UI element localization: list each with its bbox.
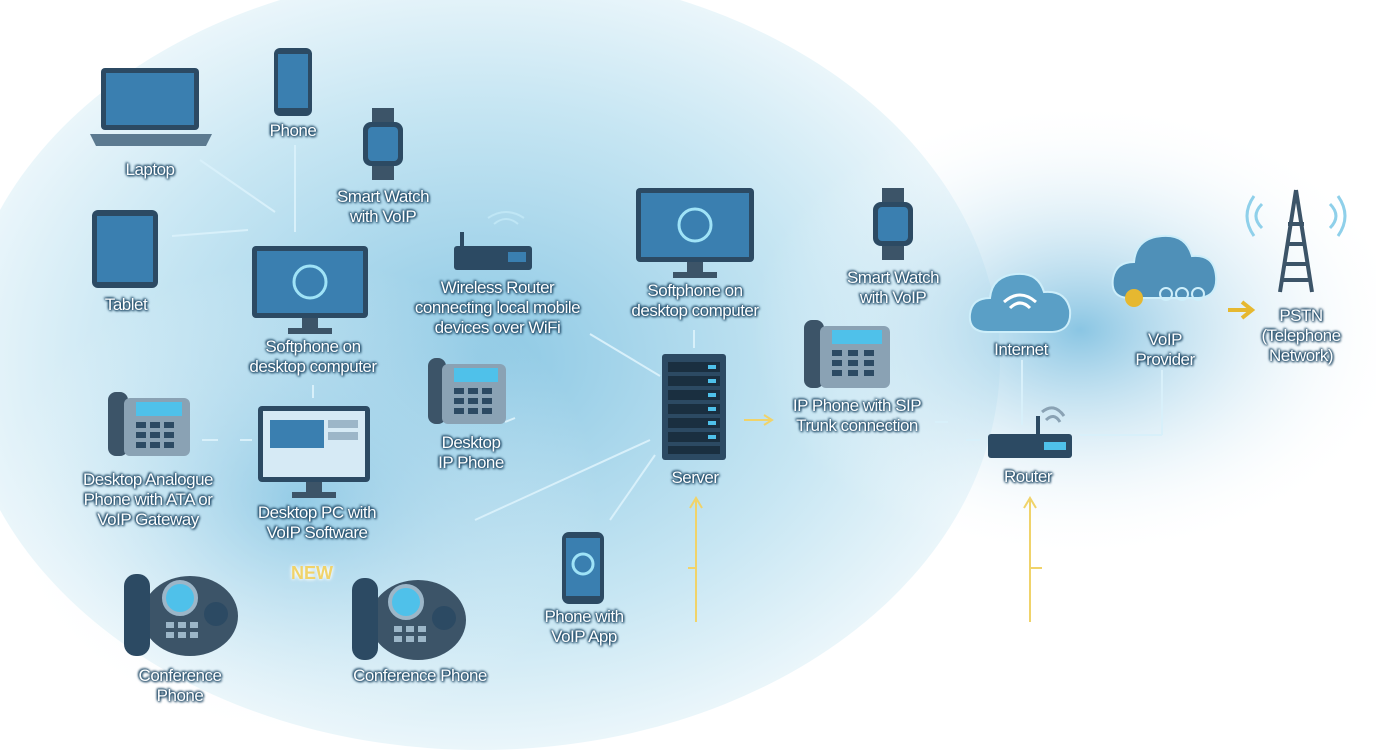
voip-provider-label: VoIP Provider: [1135, 330, 1195, 369]
voip-provider-cloud-icon: [1111, 234, 1218, 307]
cell-tower-icon: [1245, 189, 1347, 293]
smart-watch-right-label: Smart Watch with VoIP: [846, 268, 940, 307]
phone-label: Phone: [269, 121, 317, 140]
new-badge: NEW: [291, 563, 333, 583]
desk-phone-icon: [804, 320, 890, 388]
desktop-ip-phone-label: Desktop IP Phone: [438, 433, 504, 472]
conference-phone-right-label: Conference Phone: [353, 666, 487, 685]
server-icon: [662, 354, 726, 460]
analogue-phone-label: Desktop Analogue Phone with ATA or VoIP …: [83, 470, 214, 529]
wireless-router-label: Wireless Router connecting local mobile …: [414, 278, 581, 337]
router-icon: [988, 406, 1072, 458]
router-label: Router: [1003, 467, 1053, 486]
conference-phone-icon: [124, 574, 238, 656]
conference-phone-left-label: Conference Phone: [138, 666, 222, 705]
cloud-icon: [968, 272, 1072, 333]
tablet-label: Tablet: [104, 295, 148, 314]
pstn-label: PSTN (Telephone Network): [1261, 306, 1341, 365]
softphone-left-label: Softphone on desktop computer: [249, 337, 377, 376]
server-label: Server: [671, 468, 719, 487]
laptop-icon: [90, 68, 212, 146]
phone-icon: [274, 48, 312, 116]
ip-phone-sip-label: IP Phone with SIP Trunk connection: [792, 396, 922, 435]
smartphone-icon: [562, 532, 604, 604]
conference-phone-icon: [352, 578, 466, 660]
smart-watch-left-label: Smart Watch with VoIP: [336, 187, 430, 226]
desk-phone-icon: [428, 358, 506, 424]
desktop-monitor-icon: [636, 188, 754, 278]
smart-watch-icon: [363, 108, 403, 180]
wireless-router-icon: [454, 211, 532, 270]
internet-label: Internet: [994, 340, 1048, 359]
tablet-icon: [92, 210, 158, 288]
desktop-monitor-icon: [252, 246, 368, 334]
smart-watch-icon: [873, 188, 913, 260]
laptop-label: Laptop: [125, 160, 176, 179]
softphone-center-label: Softphone on desktop computer: [631, 281, 759, 320]
desk-phone-icon: [108, 392, 190, 456]
desktop-pc-label: Desktop PC with VoIP Software: [257, 503, 377, 542]
desktop-pc-icon: [258, 406, 370, 498]
phone-voip-app-label: Phone with VoIP App: [544, 607, 624, 646]
